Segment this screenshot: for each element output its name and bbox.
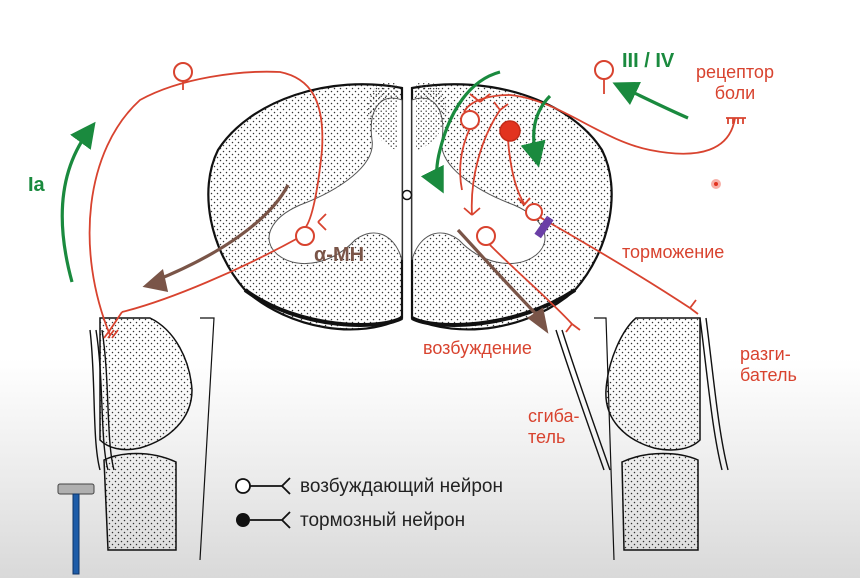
flexor-label: сгиба- тель — [528, 406, 580, 447]
inhibition-block — [534, 215, 554, 239]
flexor-line-1: сгиба- — [528, 406, 580, 426]
central-canal — [401, 189, 413, 201]
ia-label: Ia — [28, 174, 45, 196]
extensor-label: разги- батель — [740, 344, 797, 385]
excitatory-neuron-icon — [235, 477, 291, 495]
alpha-mn-label: α-МН — [314, 244, 365, 266]
pain-receptor-label: рецептор боли — [696, 62, 774, 103]
alpha-mn-axon — [121, 236, 301, 313]
efferent-arrows — [142, 184, 549, 334]
pain-receptor-line-1: рецептор — [696, 62, 774, 82]
legend-excitatory-label: возбуждающий нейрон — [300, 476, 503, 497]
pain-receptor-line-2: боли — [714, 82, 756, 103]
excitation-label: возбуждение — [423, 338, 532, 358]
signal-arrows — [60, 70, 689, 283]
right-leg — [555, 317, 729, 561]
flexor-line-2: тель — [528, 426, 566, 447]
pain-receptor-icon — [726, 117, 746, 124]
inhibitory-interneuron-path — [507, 139, 526, 206]
neuron-bodies — [173, 60, 721, 246]
left-leg — [89, 317, 215, 561]
inhibition-label: торможение — [622, 242, 725, 262]
gray-matter-left — [268, 97, 403, 264]
pain-afferent-fiber — [463, 94, 736, 155]
spinal-cord-section — [207, 81, 613, 331]
ia-afferent-fiber — [88, 70, 324, 336]
extensor-line-1: разги- — [740, 344, 791, 364]
dorsal-horn-right — [416, 81, 447, 150]
legend-inhibitory-label: тормозный нейрон — [300, 510, 466, 531]
inhibitory-neuron-icon — [236, 511, 291, 529]
legend-symbols — [235, 477, 291, 529]
iii-iv-label: III / IV — [622, 50, 675, 72]
reflex-hammer-icon — [57, 483, 95, 575]
dorsal-horn-left — [367, 81, 398, 150]
extensor-line-2: батель — [740, 364, 797, 385]
